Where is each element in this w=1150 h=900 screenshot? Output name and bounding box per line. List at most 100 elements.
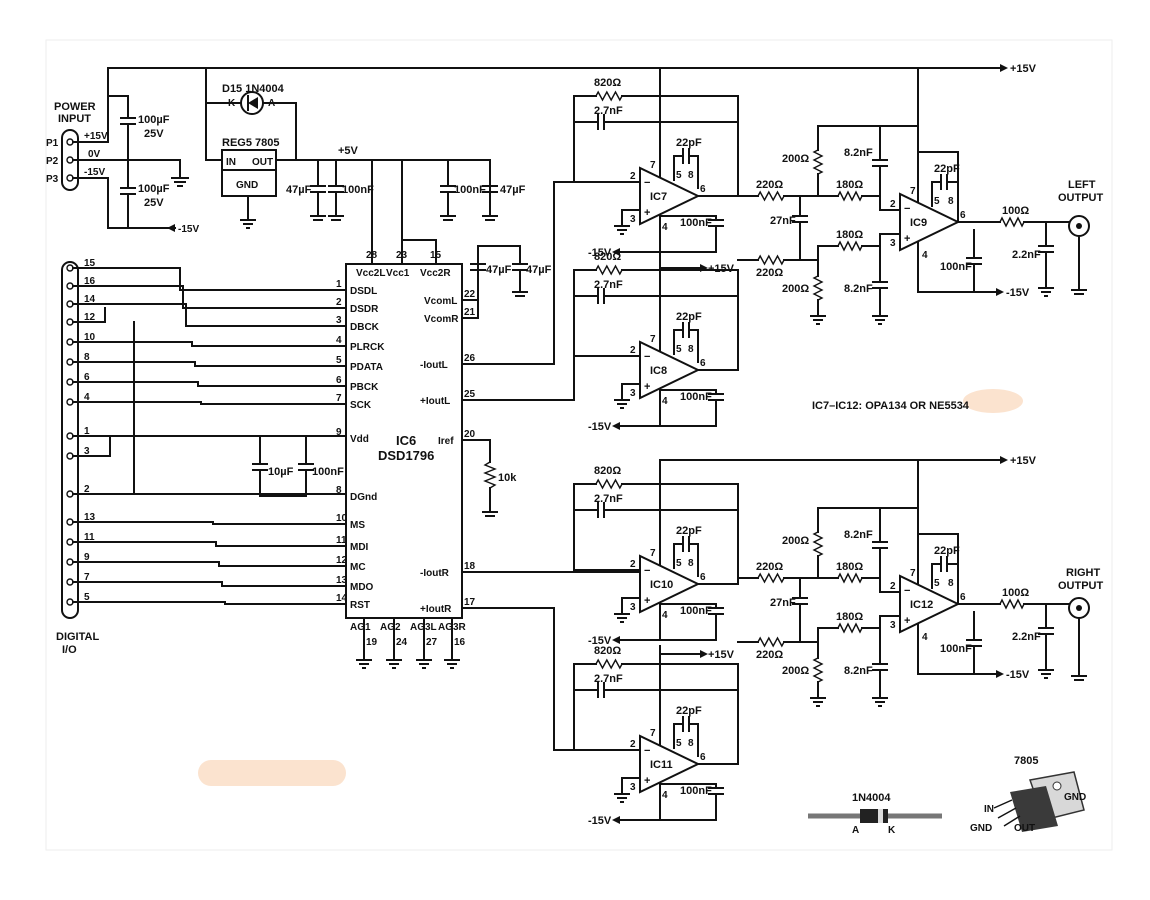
signal-wire <box>72 361 347 367</box>
arrow-icon <box>996 670 1004 678</box>
resistor-value: 180Ω <box>836 611 863 623</box>
dac-pin-label: Iref <box>438 436 454 447</box>
opamp-pin: 3 <box>630 602 636 613</box>
dac-pin-label: -IoutL <box>420 360 448 371</box>
ground-symbol <box>810 315 826 325</box>
output-label: OUTPUT <box>1058 580 1104 592</box>
resistor <box>812 275 824 301</box>
dac-pin-label: VcomL <box>424 296 457 307</box>
cap-value: 47µF <box>500 184 526 196</box>
dac-pin-number: 28 <box>366 250 378 261</box>
dac-pin-number: 3 <box>336 315 342 326</box>
dac-pin-number: 23 <box>396 250 408 261</box>
signal-wire <box>72 341 347 347</box>
opamp-pin: 6 <box>960 592 966 603</box>
dac-pin-number: 18 <box>464 561 476 572</box>
arrow-icon <box>996 288 1004 296</box>
dac-pin-label: Vcc2R <box>420 268 451 279</box>
dac-pin-label: +IoutR <box>420 604 452 615</box>
arrow-icon <box>612 816 620 824</box>
dac-pin-label: DSDR <box>350 304 379 315</box>
opamp-ic11: IC11−+ <box>639 734 701 794</box>
resistor-value: 180Ω <box>836 561 863 573</box>
opamp-minus: − <box>904 585 910 597</box>
wire <box>573 295 641 357</box>
cap-value: 100µF <box>138 183 170 195</box>
cap-value: 22pF <box>676 525 702 537</box>
wire <box>673 723 683 749</box>
dac-pin-number: 20 <box>464 429 476 440</box>
dac-pin-label: PLRCK <box>350 342 385 353</box>
connector-pin-number: 2 <box>84 484 90 495</box>
opamp-pin: 7 <box>910 568 916 579</box>
signal-wire <box>72 561 347 567</box>
rail-wire <box>72 177 176 229</box>
connector-pin-number: 8 <box>84 352 90 363</box>
net-label: +15V <box>84 131 108 142</box>
resistor <box>757 572 785 584</box>
cap-value: 100nF <box>940 261 972 273</box>
opamp-pin: 4 <box>922 250 928 261</box>
ground-symbol <box>614 225 630 235</box>
resistor <box>595 264 623 276</box>
opamp-symbol <box>639 340 701 400</box>
ground-symbol <box>416 659 432 669</box>
dac-pin-number: 7 <box>336 393 342 404</box>
wire <box>659 399 717 427</box>
wire <box>461 439 491 463</box>
resistor <box>757 636 785 648</box>
wire <box>861 233 901 247</box>
resistor-value: 180Ω <box>836 179 863 191</box>
cap-value: 100nF <box>342 184 374 196</box>
dac-pin-number: 2 <box>336 297 342 308</box>
pin-label: P3 <box>46 174 59 185</box>
regulator-lead <box>1003 815 1021 827</box>
cap-value: 27nF <box>770 597 796 609</box>
opamp-symbol <box>899 192 961 252</box>
wire <box>205 102 223 161</box>
plus5v-rail <box>275 159 491 191</box>
dac-pin-number: 13 <box>336 575 348 586</box>
supply-wire <box>401 239 437 265</box>
opamp-pin: 5 <box>676 738 682 749</box>
resistor-value: 220Ω <box>756 179 783 191</box>
dac-pin-label: AG1 <box>350 622 371 633</box>
opamp-minus: − <box>644 177 650 189</box>
opamp-pin: 8 <box>688 558 694 569</box>
jack-center <box>1076 223 1082 229</box>
opamp-pin: 5 <box>676 170 682 181</box>
cap-value: 100nF <box>312 466 344 478</box>
cap-value: 8.2nF <box>844 283 873 295</box>
dac-pin-number: 1 <box>336 279 342 290</box>
rail-label: -15V <box>588 421 612 433</box>
connector-pin-number: 7 <box>84 572 90 583</box>
opamp-ic9: IC9−+ <box>899 192 961 252</box>
opamp-plus: + <box>904 233 910 245</box>
opamp-pin: 5 <box>934 578 940 589</box>
wire <box>817 125 919 151</box>
opamp-plus: + <box>644 207 650 219</box>
inset-pin: OUT <box>1014 823 1035 834</box>
opamp-pin: 3 <box>630 782 636 793</box>
resistor-value: 820Ω <box>594 645 621 657</box>
dac-part: DSD1796 <box>378 448 434 463</box>
dac-pin-number: 25 <box>464 389 476 400</box>
cap-value: 100µF <box>138 114 170 126</box>
cap-value: 100nF <box>680 785 712 797</box>
connector-pin-number: 12 <box>84 312 96 323</box>
opamp-pin: 2 <box>630 559 636 570</box>
opamp-pin: 5 <box>934 196 940 207</box>
dac-pin-label: +IoutL <box>420 396 450 407</box>
rail-label: +15V <box>708 263 735 275</box>
cap-value: 2.7nF <box>594 673 623 685</box>
resistor-value: 820Ω <box>594 465 621 477</box>
ground-symbol <box>328 215 344 221</box>
opamp-pin: 2 <box>890 581 896 592</box>
inset-pin: K <box>888 825 896 836</box>
opamp-minus: − <box>904 203 910 215</box>
signal-wire <box>72 521 347 525</box>
dac-pin-number: 11 <box>336 535 347 546</box>
dac-pin-number: 24 <box>396 637 408 648</box>
cap-value: 8.2nF <box>844 147 873 159</box>
